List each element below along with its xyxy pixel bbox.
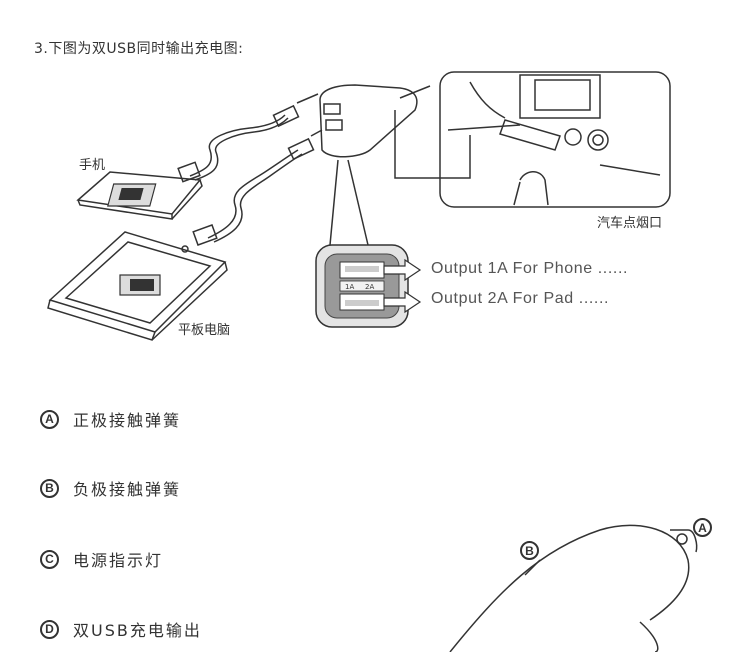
legend-text-b: 负极接触弹簧 <box>73 480 182 499</box>
legend-badge-a: A <box>40 409 59 429</box>
output-2a-label: Output 2A For Pad ...... <box>431 290 610 307</box>
output-1a-label: Output 1A For Phone ...... <box>431 260 629 277</box>
callout-b-badge: B <box>520 541 539 560</box>
charger-body-closeup <box>449 524 698 652</box>
port-closeup: 1A 2A <box>315 244 422 328</box>
phone-illustration <box>76 171 203 220</box>
legend-item-b: B 负极接触弹簧 <box>40 476 181 500</box>
phone-label: 手机 <box>79 158 106 173</box>
legend-item-c: C 电源指示灯 <box>40 547 163 571</box>
port1-mark: 1A <box>345 283 354 291</box>
tablet-label: 平板电脑 <box>178 323 231 338</box>
legend-item-a: A 正极接触弹簧 <box>40 407 181 431</box>
car-charger-illustration <box>319 84 431 246</box>
legend-badge-c: C <box>40 549 59 569</box>
lighter-socket-inset <box>394 71 671 208</box>
legend-item-d: D 双USB充电输出 <box>40 617 202 641</box>
lighter-label: 汽车点烟口 <box>597 216 663 231</box>
callout-a-badge: A <box>693 518 712 537</box>
port2-mark: 2A <box>365 283 374 291</box>
legend-text-a: 正极接触弹簧 <box>73 411 182 430</box>
tablet-illustration <box>47 231 228 341</box>
legend-text-c: 电源指示灯 <box>73 551 164 570</box>
legend-text-d: 双USB充电输出 <box>73 621 202 640</box>
section-heading: 3.下图为双USB同时输出充电图: <box>34 41 244 57</box>
legend-badge-b: B <box>40 478 59 498</box>
usb-cables <box>177 93 323 246</box>
legend-badge-d: D <box>40 619 59 639</box>
